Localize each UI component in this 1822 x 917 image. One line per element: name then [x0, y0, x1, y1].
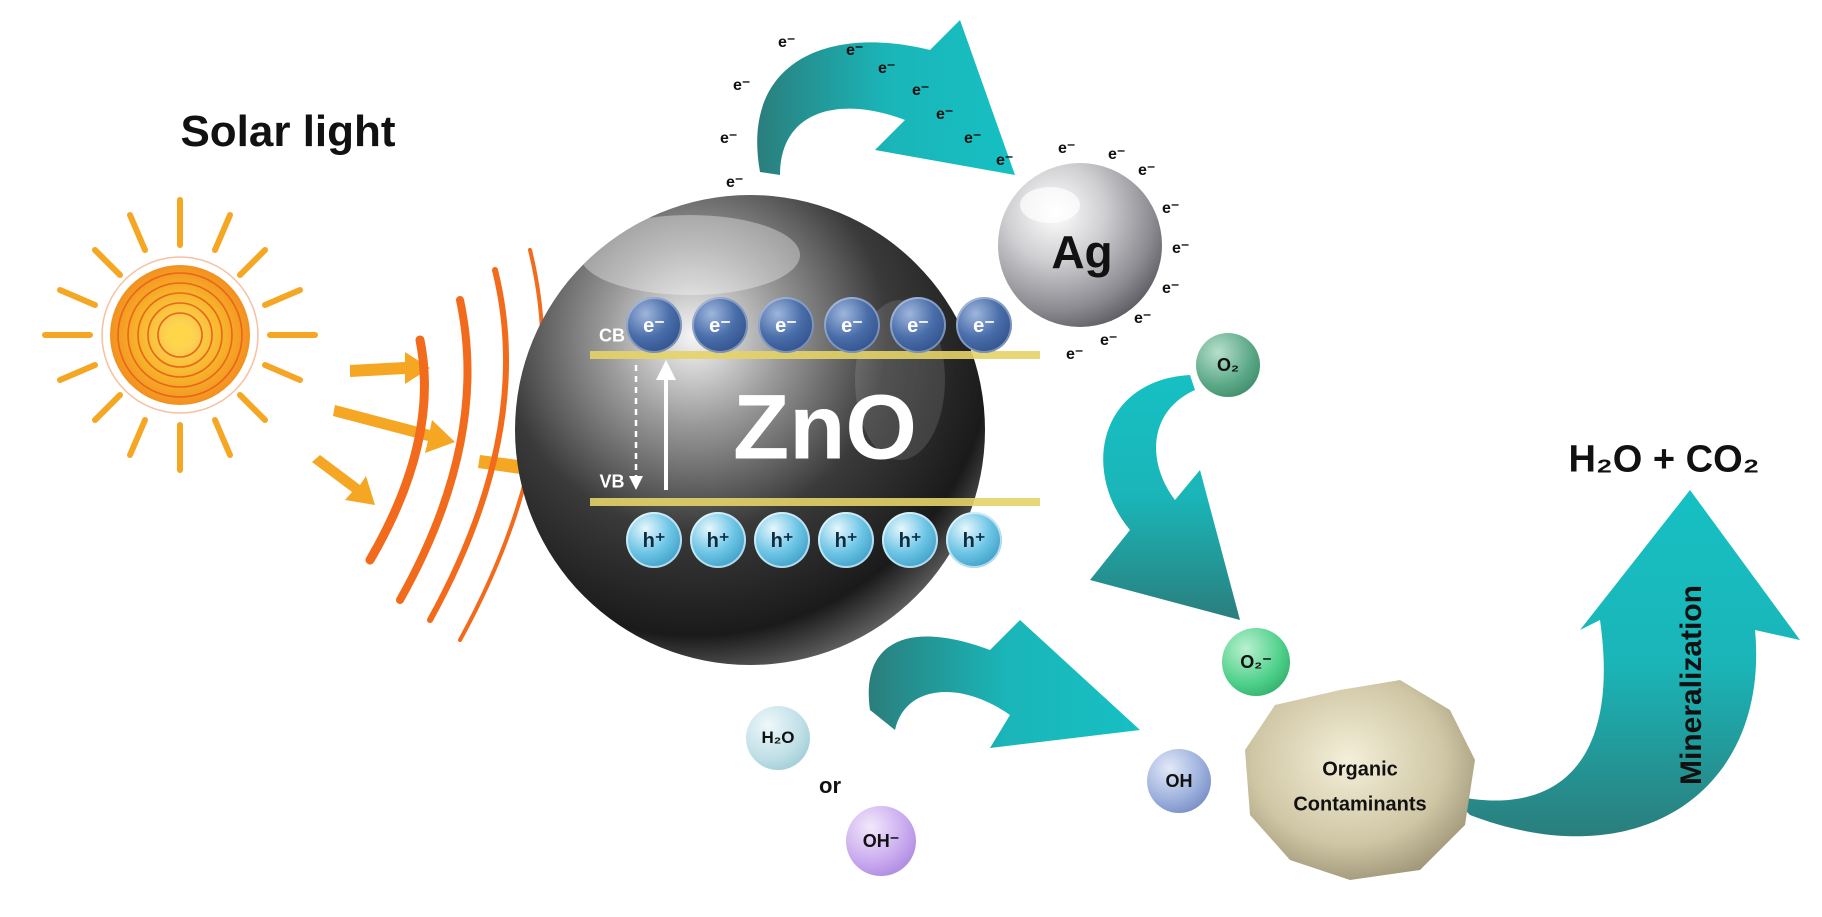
- cb-electron: e⁻: [956, 297, 1012, 353]
- ag-electron: e⁻: [1162, 200, 1180, 217]
- vb-hole: h⁺: [626, 512, 682, 568]
- hydroxide-ion: OH⁻: [846, 806, 916, 876]
- floating-electron: e⁻: [996, 152, 1014, 169]
- cb-electron: e⁻: [890, 297, 946, 353]
- or-label: or: [819, 773, 841, 798]
- floating-electron: e⁻: [726, 174, 744, 191]
- floating-electron: e⁻: [778, 34, 796, 51]
- cb-electron: e⁻: [758, 297, 814, 353]
- water-molecule: H₂O: [746, 706, 810, 770]
- floating-electron: e⁻: [936, 106, 954, 123]
- o2-molecule: O₂: [1196, 333, 1260, 397]
- mineralization-arrow: [1450, 490, 1800, 837]
- oh-oxidation-arrow: [868, 620, 1140, 748]
- ag-electron: e⁻: [1138, 162, 1156, 179]
- ag-electron: e⁻: [1066, 346, 1084, 363]
- floating-electron: e⁻: [964, 130, 982, 147]
- vb-hole: h⁺: [754, 512, 810, 568]
- ag-electron: e⁻: [1134, 310, 1152, 327]
- electron-transfer-arrow: [757, 20, 1015, 175]
- hydroxyl-radical: OH: [1147, 749, 1211, 813]
- sun-icon: [42, 197, 318, 473]
- products-label: H₂O + CO₂: [1568, 438, 1760, 481]
- organic-contaminants-label-line2: Contaminants: [1293, 793, 1427, 816]
- vb-hole: h⁺: [818, 512, 874, 568]
- floating-electron: e⁻: [878, 60, 896, 77]
- vb-hole: h⁺: [882, 512, 938, 568]
- cb-electron: e⁻: [824, 297, 880, 353]
- solar-light-label: Solar light: [180, 107, 396, 156]
- floating-electron: e⁻: [912, 82, 930, 99]
- ag-label: Ag: [1051, 226, 1113, 278]
- vb-hole: h⁺: [946, 512, 1002, 568]
- organic-contaminants-label-line1: Organic: [1322, 758, 1398, 781]
- light-waves: [365, 248, 545, 642]
- cb-electron: e⁻: [626, 297, 682, 353]
- cb-label: CB: [599, 325, 625, 346]
- ag-electron: e⁻: [1100, 332, 1118, 349]
- cb-electron: e⁻: [692, 297, 748, 353]
- zno-label: ZnO: [733, 376, 917, 479]
- vb-hole: h⁺: [690, 512, 746, 568]
- vb-label: VB: [599, 471, 625, 492]
- ag-particle: [998, 163, 1162, 327]
- floating-electron: e⁻: [733, 77, 751, 94]
- ag-electron: e⁻: [1172, 240, 1190, 257]
- ag-electron: e⁻: [1058, 140, 1076, 157]
- mineralization-label: Mineralization: [1675, 584, 1708, 786]
- o2-reduction-arrow: [1090, 375, 1240, 620]
- floating-electron: e⁻: [720, 130, 738, 147]
- ag-electron: e⁻: [1162, 280, 1180, 297]
- floating-electron: e⁻: [846, 42, 864, 59]
- superoxide-radical: O₂⁻: [1222, 628, 1290, 696]
- organic-contaminants-shape: [1245, 680, 1475, 880]
- ag-electron: e⁻: [1108, 146, 1126, 163]
